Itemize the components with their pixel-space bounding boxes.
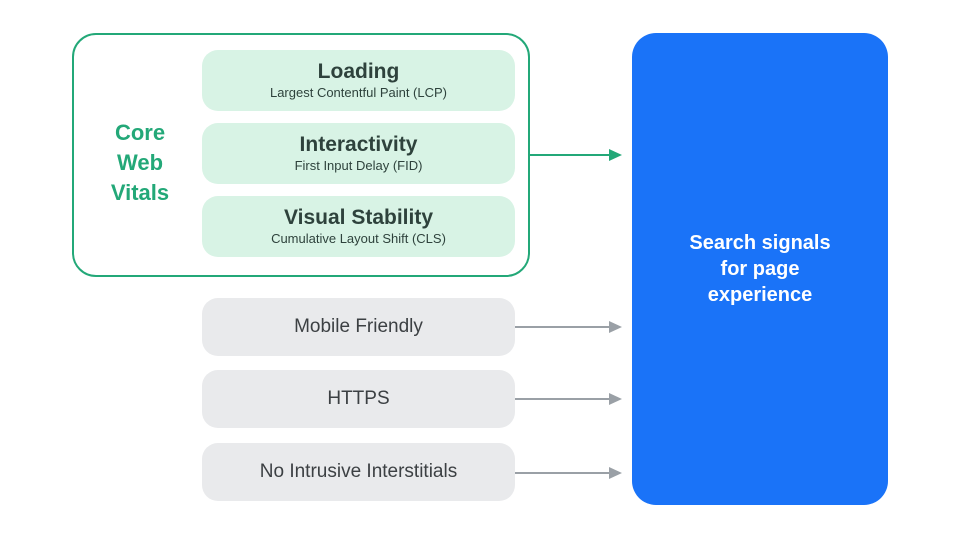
loading-title: Loading [317, 60, 400, 83]
no-intrusive-interstitials-arrow [515, 466, 622, 480]
arrow-head-icon [609, 393, 622, 405]
interactivity-title: Interactivity [299, 133, 418, 156]
arrow-head-icon [609, 321, 622, 333]
no-intrusive-interstitials-box: No Intrusive Interstitials [202, 443, 515, 501]
arrow-shaft [530, 153, 609, 157]
core-web-vitals-arrow [530, 148, 622, 162]
arrow-head-icon [609, 467, 622, 479]
mobile-friendly-arrow [515, 320, 622, 334]
search-signals-label: Search signals for page experience [689, 232, 831, 306]
arrow-shaft [515, 398, 609, 400]
loading-subtitle: Largest Contentful Paint (LCP) [269, 85, 448, 100]
https-box: HTTPS [202, 370, 515, 428]
search-signals-box: Search signals for page experience [632, 33, 888, 505]
arrow-head-icon [609, 149, 622, 161]
arrow-shaft [515, 472, 609, 474]
visual-stability-box: Visual Stability Cumulative Layout Shift… [202, 196, 515, 257]
interactivity-subtitle: First Input Delay (FID) [294, 158, 423, 173]
visual-stability-subtitle: Cumulative Layout Shift (CLS) [271, 231, 446, 246]
visual-stability-title: Visual Stability [284, 206, 433, 229]
core-web-vitals-label: Core Web Vitals [110, 120, 170, 205]
loading-box: Loading Largest Contentful Paint (LCP) [202, 50, 515, 111]
interactivity-box: Interactivity First Input Delay (FID) [202, 123, 515, 184]
https-arrow [515, 392, 622, 406]
arrow-shaft [515, 326, 609, 328]
mobile-friendly-box: Mobile Friendly [202, 298, 515, 356]
